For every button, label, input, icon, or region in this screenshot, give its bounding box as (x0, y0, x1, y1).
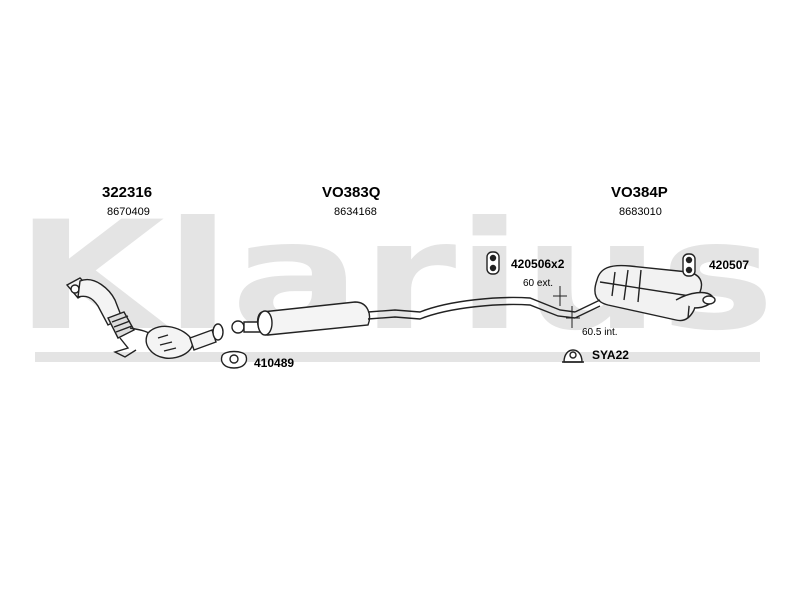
ext-diameter-label: 60 ext. (523, 278, 554, 289)
section-3-main-code: VO384P (611, 184, 668, 201)
int-diameter-label: 60.5 int. (582, 327, 618, 338)
rear-silencer-drawing (574, 264, 716, 322)
joint-dimension-lines (553, 286, 580, 328)
section-1-ref-code: 8670409 (107, 206, 150, 218)
section-2-main-code: VO383Q (322, 184, 381, 201)
gasket-code: 410489 (254, 356, 295, 370)
catalytic-converter-drawing (65, 277, 224, 359)
section-2-ref-code: 8634168 (334, 206, 377, 218)
hanger-pair-code: 420506x2 (511, 257, 565, 271)
rubber-hanger-pair-icon (486, 251, 500, 275)
gasket-icon (220, 350, 248, 369)
section-1-main-code: 322316 (102, 184, 153, 201)
middle-silencer-drawing (231, 296, 576, 336)
clamp-icon (562, 349, 584, 363)
section-3-ref-code: 8683010 (619, 206, 662, 218)
rubber-hanger-single-icon (682, 253, 696, 277)
clamp-code: SYA22 (592, 348, 629, 362)
watermark-underline (35, 352, 760, 362)
hanger-single-code: 420507 (709, 258, 750, 272)
